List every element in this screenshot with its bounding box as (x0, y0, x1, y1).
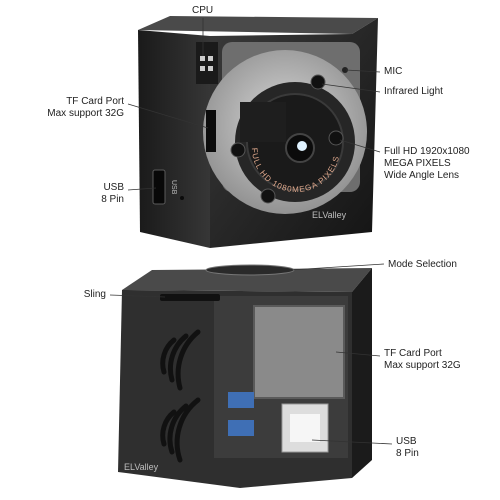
mode-button (205, 264, 295, 276)
label-hd: Full HD 1920x1080 MEGA PIXELS Wide Angle… (384, 146, 470, 182)
leader-hd (339, 139, 381, 153)
sling-slot (160, 294, 220, 301)
leader-tf-top (127, 103, 209, 129)
usb-port-bottom-inner (290, 414, 320, 442)
leader-lines (109, 18, 393, 445)
cpu-pin-2 (208, 56, 213, 61)
watermark-bottom: ELValley (124, 462, 159, 472)
usb-port-top (152, 169, 166, 205)
leader-mic (345, 69, 381, 73)
label-tf-bottom-line2: Max support 32G (384, 360, 461, 371)
cpu-pin-1 (200, 56, 205, 61)
infrared-led-1 (310, 74, 326, 90)
lens-highlight (297, 141, 307, 151)
leader-infrared (321, 83, 381, 93)
tf-card (253, 305, 345, 399)
leader-tf-bottom (335, 351, 381, 357)
cpu-pin-4 (208, 66, 213, 71)
label-tf-bottom-line1: TF Card Port (384, 348, 442, 359)
blue-part-1 (228, 392, 254, 408)
top-camera-top-face (138, 16, 378, 34)
side-usb-text: USB (170, 180, 177, 195)
blue-part-2 (228, 420, 254, 436)
leader-sling (109, 294, 166, 298)
label-mode: Mode Selection (388, 259, 457, 270)
cpu-pin-3 (200, 66, 205, 71)
infrared-led-2 (328, 130, 344, 146)
watermark-top: ELValley (312, 210, 347, 220)
leader-usb-top (127, 187, 157, 191)
infrared-led-4 (260, 188, 276, 204)
label-hd-line3: Wide Angle Lens (384, 170, 460, 181)
label-usb-bottom: USB 8 Pin (396, 436, 419, 460)
lens-barrel (240, 102, 286, 142)
infrared-led-3 (230, 142, 246, 158)
label-infrared: Infrared Light (384, 86, 443, 97)
bottom-camera-top-face (122, 268, 372, 292)
label-usb-bottom-line2: 8 Pin (396, 448, 419, 459)
label-sling: Sling (83, 289, 106, 300)
top-camera (138, 16, 378, 248)
leader-mode (289, 263, 385, 271)
label-tf-bottom: TF Card Port Max support 32G (384, 348, 461, 372)
label-tf-top: TF Card Port Max support 32G (36, 96, 124, 120)
label-usb-top-line2: 8 Pin (101, 194, 124, 205)
leader-usb-bottom (311, 439, 393, 445)
label-mic: MIC (384, 66, 403, 77)
reset-hole-top (180, 196, 184, 200)
label-cpu: CPU (192, 5, 214, 16)
label-usb-top-line1: USB (103, 182, 124, 193)
tf-card-slot-top (206, 110, 216, 152)
label-hd-line1: Full HD 1920x1080 (384, 146, 470, 157)
speaker-grille (160, 329, 201, 463)
cpu-chip (196, 42, 218, 84)
bottom-camera-right-side (352, 268, 372, 478)
label-hd-line2: MEGA PIXELS (384, 158, 451, 169)
label-tf-top-line1: TF Card Port (66, 96, 124, 107)
mic-hole (342, 67, 348, 73)
label-usb-top: USB 8 Pin (80, 182, 124, 206)
bottom-camera (118, 264, 372, 488)
label-usb-bottom-line1: USB (396, 436, 417, 447)
label-tf-top-line2: Max support 32G (47, 108, 124, 119)
